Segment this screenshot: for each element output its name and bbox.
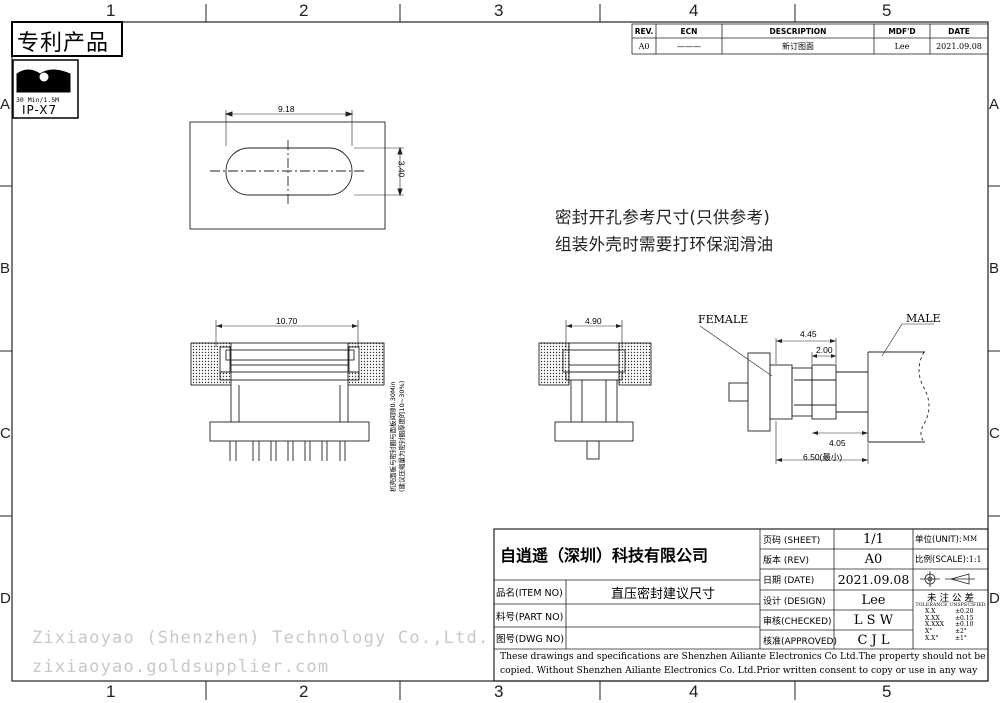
watermark-line-2: zixiaoyao.goldsupplier.com <box>32 657 330 677</box>
rev-row-mdfd: Lee <box>894 41 910 51</box>
rating-small: 30 Min/1.5M <box>16 96 60 104</box>
note-line-1: 密封开孔参考尺寸(只供参考) <box>555 208 771 227</box>
zone-col-3-bottom: 3 <box>494 682 504 701</box>
zone-col-4-bottom: 4 <box>689 682 699 701</box>
tolerance-row: X.X±0.20 <box>925 608 974 615</box>
zone-col-2-bottom: 2 <box>299 682 309 701</box>
unit-label-text: 单位(UNIT): <box>915 535 962 545</box>
footer-line-1: These drawings and specifications are Sh… <box>500 651 986 662</box>
patent-stamp <box>11 21 123 119</box>
zone-row-d-right: D <box>989 590 1000 607</box>
footer-line-2: copied. Without Shenzhen Ailiante Electr… <box>500 665 978 676</box>
checked-label: 审核(CHECKED) <box>763 616 832 627</box>
zone-col-1-bottom: 1 <box>106 682 116 701</box>
approved-value: C J L <box>857 632 890 648</box>
male-label: MALE <box>906 312 941 325</box>
watermark-line-1: Zixiaoyao (Shenzhen) Technology Co.,Ltd. <box>32 628 490 648</box>
rev-row-date: 2021.09.08 <box>936 41 982 51</box>
zone-row-a-right: A <box>989 96 1000 113</box>
zone-col-4: 4 <box>689 1 699 20</box>
dwg-label: 图号(DWG NO) <box>496 634 565 645</box>
cutout-view <box>189 110 404 230</box>
sheet-value: 1/1 <box>863 531 884 547</box>
note-line-2: 组装外壳时需要打环保润滑油 <box>555 235 774 254</box>
tolerance-subtitle: TOLERANCE UNSPECIFIED <box>915 603 986 608</box>
side-view <box>538 320 652 460</box>
scale-label: 比例(SCALE):1:1 <box>915 551 982 567</box>
tolerance-table: X.X±0.20 X.XX±0.15 X.XXX±0.10 X°±2° X.X°… <box>925 608 974 643</box>
rating-label: IP-X7 <box>22 103 58 117</box>
unit-label: 单位(UNIT):MM <box>915 531 977 547</box>
dim-cutout-height: 3.40 <box>396 160 407 178</box>
date-value: 2021.09.08 <box>837 572 910 587</box>
tolerance-row: X.X°±1° <box>925 634 967 642</box>
dim-mate-total: 4.45 <box>800 329 817 339</box>
rev-header-rev: REV. <box>634 26 654 36</box>
zone-row-b-right: B <box>989 260 1000 277</box>
zone-col-5: 5 <box>882 1 892 20</box>
rev-row-ecn: ——— <box>677 41 701 51</box>
scale-label-text: 比例(SCALE): <box>915 555 969 565</box>
rev-row-description: 新订图面 <box>782 41 814 51</box>
rev-row-rev: A0 <box>638 41 650 51</box>
item-value: 直压密封建议尺寸 <box>610 586 715 602</box>
unit-value: MM <box>962 535 978 543</box>
mating-view <box>699 323 934 464</box>
tolerance-title: 未 注 公 差 <box>926 592 975 604</box>
rev-header-description: DESCRIPTION <box>769 26 827 36</box>
zone-row-b: B <box>0 260 11 277</box>
sheet-label: 页码 (SHEET) <box>763 535 821 546</box>
zone-row-c-right: C <box>989 425 1000 442</box>
zone-row-d: D <box>0 590 11 607</box>
company-name: 自逍遥（深圳）科技有限公司 <box>500 546 709 565</box>
dim-mate-min: 6.50(最小) <box>803 452 843 462</box>
checked-value: L S W <box>853 612 894 628</box>
revision-table-grid <box>631 23 989 55</box>
dim-cutout-width: 9.18 <box>278 104 295 114</box>
rev-header-ecn: ECN <box>680 26 698 36</box>
zone-col-3: 3 <box>494 1 504 20</box>
design-label: 设计 (DESIGN) <box>763 596 826 607</box>
zone-col-2: 2 <box>299 1 309 20</box>
approved-label: 核准(APPROVED) <box>763 636 837 647</box>
rev-label: 版本 (REV) <box>763 555 809 566</box>
tolerance-row: X.XX±0.15 <box>925 614 974 622</box>
dim-side-width: 4.90 <box>585 316 602 326</box>
date-label: 日期 (DATE) <box>763 576 815 586</box>
scale-value: 1:1 <box>968 554 982 564</box>
front-view <box>190 320 385 461</box>
part-label: 料号(PART NO) <box>496 611 564 623</box>
rev-value: A0 <box>864 551 883 567</box>
projection-symbol <box>920 571 975 587</box>
zone-col-1: 1 <box>106 1 116 20</box>
zone-col-5-bottom: 5 <box>882 682 892 701</box>
title-block-grid <box>493 528 989 682</box>
dim-front-width: 10.70 <box>276 316 298 326</box>
design-value: Lee <box>861 592 886 608</box>
female-label: FEMALE <box>698 313 749 326</box>
vertical-note-b: (建议压缩量为密封圈厚度的10~30%) <box>398 380 406 492</box>
tolerance-row: X.XXX±0.10 <box>925 621 974 629</box>
zone-row-c: C <box>0 425 11 442</box>
rev-header-mdfd: MDF'D <box>888 26 916 36</box>
item-label: 品名(ITEM NO) <box>496 588 563 599</box>
rev-header-date: DATE <box>948 26 970 36</box>
tolerance-row: X°±2° <box>925 628 967 636</box>
dim-mate-inner: 2.00 <box>816 345 833 355</box>
dim-mate-lower: 4.05 <box>829 438 846 448</box>
zone-row-a: A <box>0 96 11 113</box>
patent-label: 专利产品 <box>17 31 110 56</box>
